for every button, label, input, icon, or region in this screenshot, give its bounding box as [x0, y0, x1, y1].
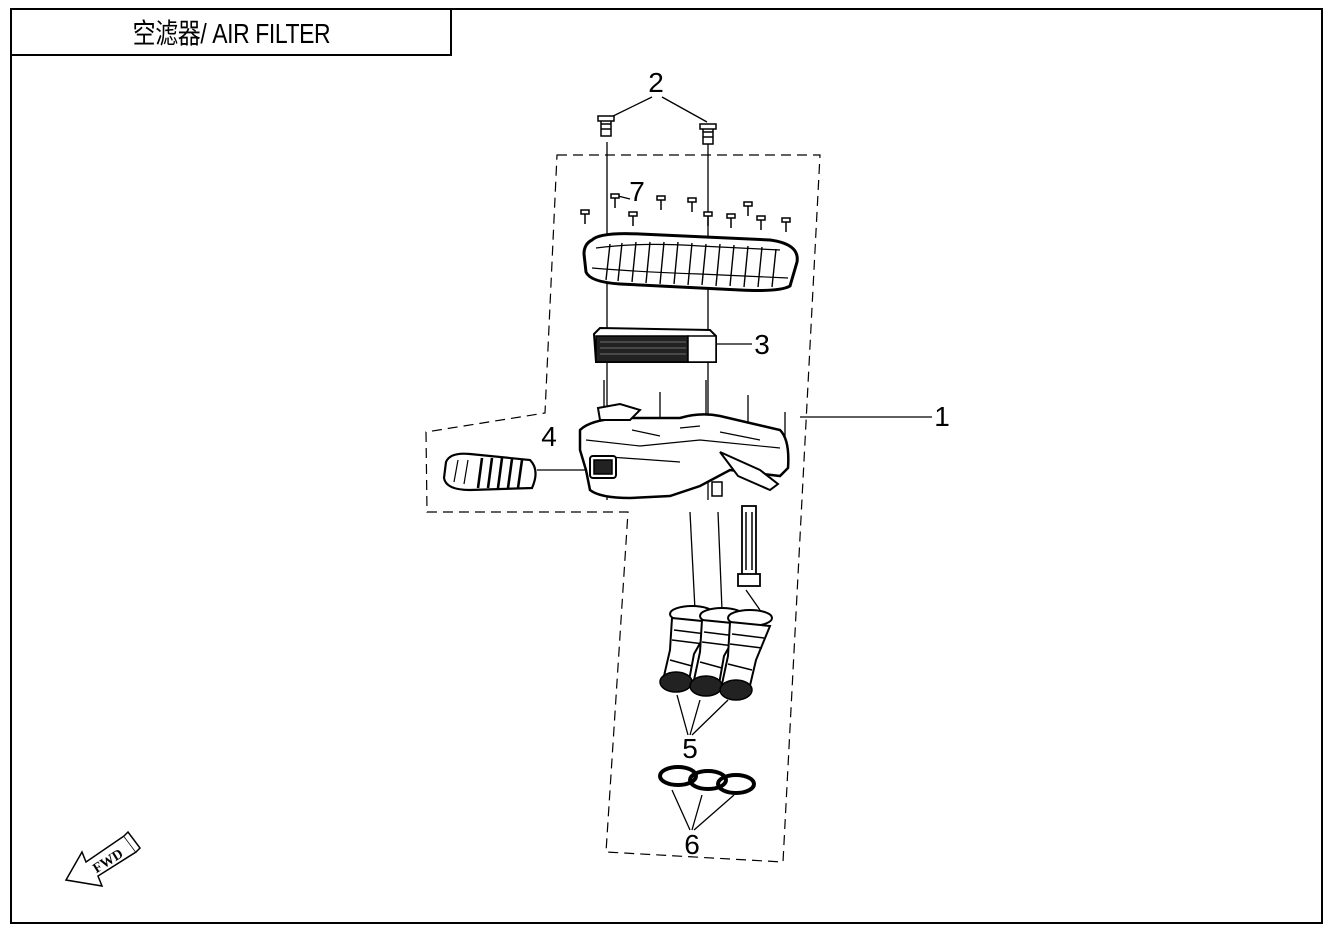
callout-5: 5: [682, 733, 698, 764]
intake-snorkel: [442, 452, 537, 492]
breather-hose: [711, 481, 761, 587]
filter-element: [592, 326, 717, 363]
small-screws: [580, 193, 791, 232]
screw-long-right: [699, 123, 717, 145]
intake-boots: [659, 605, 773, 701]
air-box-housing: [578, 402, 790, 500]
assembly-dashed-outline: [425, 154, 821, 863]
air-box-cover: [582, 232, 799, 292]
callout-7: 7: [629, 176, 645, 207]
drawing-frame: [10, 8, 1323, 924]
callout-4: 4: [541, 421, 557, 452]
callout-2: 2: [648, 67, 664, 98]
callout-3: 3: [754, 329, 770, 360]
callout-6: 6: [684, 829, 700, 860]
screw-long-left: [597, 115, 615, 137]
fwd-arrow-icon: FWD: [64, 830, 141, 887]
hose-clamps: [658, 765, 756, 795]
page-title: 空滤器/ AIR FILTER: [132, 18, 330, 49]
title-block: 空滤器/ AIR FILTER: [10, 8, 452, 56]
callout-1: 1: [934, 401, 950, 432]
